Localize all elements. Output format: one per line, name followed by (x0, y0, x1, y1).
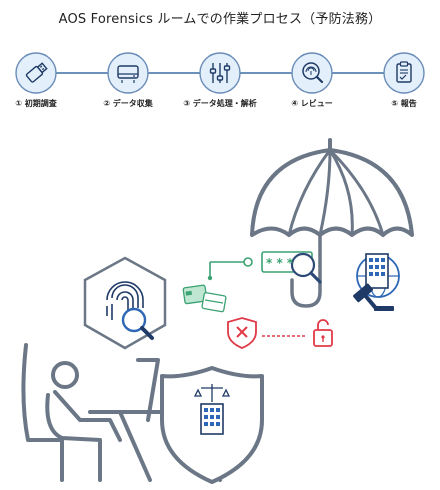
legal-shield-icon (160, 366, 264, 484)
legal-building-gavel-icon (353, 253, 400, 311)
step-3-slider-controls-icon (199, 52, 241, 94)
security-threat-icon (227, 317, 333, 349)
step-label-4: ④ レビュー (291, 99, 333, 108)
fingerprint-analysis-icon (83, 256, 167, 350)
step-5-clipboard-check-icon (383, 52, 425, 94)
umbrella-icon (250, 138, 414, 308)
step-label-1: ① 初期調査 (15, 99, 57, 108)
step-2-storage-device-icon (107, 52, 149, 94)
page-title: AOS Forensics ルームでの作業プロセス（予防法務） (58, 12, 382, 27)
credit-cards-icon (182, 284, 227, 313)
step-1-usb-drive-icon (15, 52, 57, 94)
step-label-2: ② データ収集 (103, 99, 153, 108)
step-label-5: ⑤ 報告 (391, 99, 417, 108)
step-4-fingerprint-search-icon (291, 52, 333, 94)
step-label-3: ③ データ処理・解析 (183, 99, 257, 108)
process-flow (15, 52, 425, 94)
password-field-text: * * * (266, 256, 294, 270)
password-search-icon (207, 251, 322, 284)
